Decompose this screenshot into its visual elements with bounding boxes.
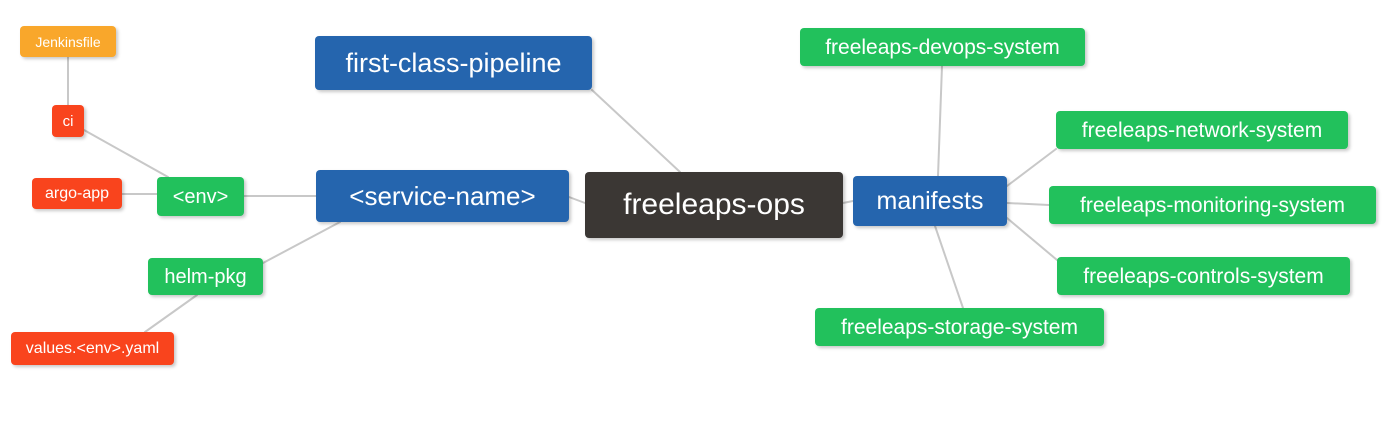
edge-man-devops	[937, 65, 943, 177]
mindmap-node-helm-pkg[interactable]: helm-pkg	[148, 258, 263, 295]
mindmap-node-manifests[interactable]: manifests	[853, 176, 1007, 226]
edge-man-monitoring	[1006, 202, 1050, 206]
edge-man-network	[1006, 148, 1057, 187]
mindmap-node-jenkinsfile[interactable]: Jenkinsfile	[20, 26, 116, 57]
mindmap-node-argo-app[interactable]: argo-app	[32, 178, 122, 209]
mindmap-node-env[interactable]: <env>	[157, 177, 244, 216]
edge-man-storage	[934, 225, 964, 309]
mindmap-node-label: <env>	[172, 185, 229, 208]
edge-man-controls	[1006, 217, 1058, 261]
mindmap-node-freeleaps-ops[interactable]: freeleaps-ops	[585, 172, 843, 238]
mindmap-node-label: freeleaps-monitoring-system	[1080, 193, 1345, 217]
edge-ops-manifests	[842, 200, 854, 204]
edge-service-helm	[262, 221, 341, 264]
mindmap-node-label: freeleaps-controls-system	[1083, 264, 1324, 288]
mindmap-node-freeleaps-storage-system[interactable]: freeleaps-storage-system	[815, 308, 1104, 346]
mindmap-node-freeleaps-controls-system[interactable]: freeleaps-controls-system	[1057, 257, 1350, 295]
mindmap-node-label: first-class-pipeline	[345, 47, 562, 78]
mindmap-node-freeleaps-network-system[interactable]: freeleaps-network-system	[1056, 111, 1348, 149]
edge-ops-service	[568, 196, 586, 204]
mindmap-node-label: freeleaps-storage-system	[841, 315, 1078, 339]
mindmap-node-freeleaps-monitoring-system[interactable]: freeleaps-monitoring-system	[1049, 186, 1376, 224]
mindmap-node-label: ci	[62, 112, 74, 130]
mindmap-node-freeleaps-devops-system[interactable]: freeleaps-devops-system	[800, 28, 1085, 66]
mindmap-node-values-env-yaml[interactable]: values.<env>.yaml	[11, 332, 174, 365]
mindmap-node-first-class-pipeline[interactable]: first-class-pipeline	[315, 36, 592, 90]
mindmap-node-ci[interactable]: ci	[52, 105, 84, 137]
mindmap-node-label: values.<env>.yaml	[25, 339, 160, 357]
mindmap-node-label: freeleaps-network-system	[1081, 118, 1323, 142]
mindmap-node-service-name[interactable]: <service-name>	[316, 170, 569, 222]
edge-env-ci	[83, 129, 169, 178]
mindmap-node-label: <service-name>	[349, 181, 536, 211]
mindmap-node-label: helm-pkg	[164, 265, 247, 288]
mindmap-node-label: manifests	[876, 186, 984, 215]
mindmap-node-label: freeleaps-ops	[623, 188, 805, 221]
edge-helm-values	[144, 294, 198, 333]
mindmap-node-label: Jenkinsfile	[35, 33, 101, 50]
mindmap-node-label: argo-app	[44, 184, 110, 202]
mindmap-node-label: freeleaps-devops-system	[825, 35, 1060, 59]
edge-ops-pipeline	[591, 89, 681, 173]
